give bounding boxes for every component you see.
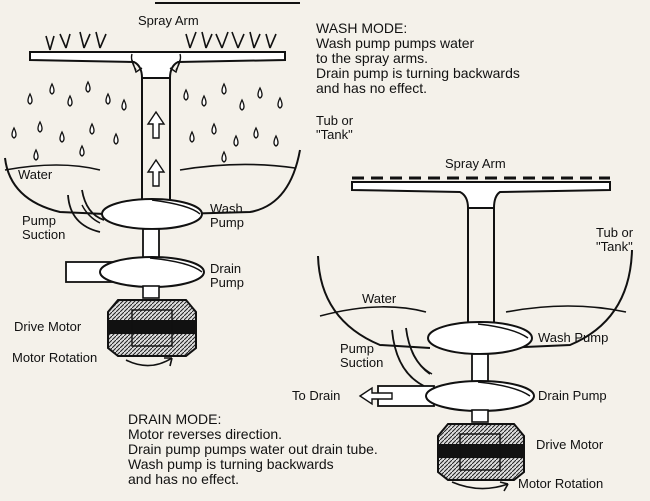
- left-pump-suction-line1: Pump: [22, 213, 56, 228]
- right-motor-rotation-label: Motor Rotation: [518, 476, 604, 491]
- right-drain-pump: [425, 380, 535, 412]
- drain-mode-note: DRAIN MODE: Motor reverses direction. Dr…: [128, 412, 378, 487]
- left-tub-label-line1: Tub or: [316, 113, 354, 128]
- right-wash-tube: [467, 208, 495, 326]
- left-wash-pump-line1: Wash: [210, 201, 243, 216]
- wash-mode-line: to the spray arms.: [316, 50, 429, 66]
- left-pump-suction-line2: Suction: [22, 227, 66, 242]
- right-tub-label-line2: "Tank": [596, 239, 633, 254]
- left-spray-arm: [29, 51, 286, 79]
- right-drive-motor-label: Drive Motor: [536, 437, 604, 452]
- left-drain-pump-line1: Drain: [210, 261, 242, 276]
- right-to-drain-label: To Drain: [292, 388, 341, 403]
- drain-mode-line: Wash pump is turning backwards: [128, 456, 334, 472]
- left-tub: [4, 149, 301, 215]
- left-drain-pump-line2: Pump: [210, 275, 244, 290]
- wash-mode-heading: WASH MODE:: [316, 20, 408, 36]
- right-spray-arm-label: Spray Arm: [445, 156, 506, 171]
- left-wash-tube: [141, 78, 171, 205]
- left-wash-pump-line2: Pump: [210, 215, 244, 230]
- left-suction-pipe: [67, 189, 105, 233]
- right-spray-arm: [351, 181, 611, 209]
- wash-mode-line: Wash pump pumps water: [316, 35, 475, 51]
- right-drain-pump-label: Drain Pump: [538, 388, 607, 403]
- left-spray-arm-label: Spray Arm: [138, 13, 199, 28]
- left-water-drops: [11, 80, 283, 163]
- left-diagram-artwork: [4, 2, 301, 367]
- wash-mode-line: and has no effect.: [316, 80, 428, 96]
- right-tub-label-line1: Tub or: [596, 225, 634, 240]
- left-wash-pump: [101, 198, 203, 230]
- left-drive-motor-label: Drive Motor: [14, 319, 82, 334]
- drain-mode-heading: DRAIN MODE:: [128, 411, 222, 427]
- wash-mode-note: WASH MODE: Wash pump pumps water to the …: [316, 21, 520, 96]
- drain-mode-line: and has no effect.: [128, 471, 240, 487]
- drain-mode-line: Drain pump pumps water out drain tube.: [128, 441, 378, 457]
- right-wash-pump: [427, 321, 533, 355]
- wash-mode-line: Drain pump is turning backwards: [316, 65, 520, 81]
- right-pump-suction-line1: Pump: [340, 341, 374, 356]
- right-tub: [317, 249, 633, 349]
- right-wash-pump-label: Wash Pump: [538, 330, 609, 345]
- left-drain-pump: [99, 256, 205, 288]
- left-water-label: Water: [18, 167, 53, 182]
- left-motor-rotation-label: Motor Rotation: [12, 350, 98, 365]
- right-diagram-artwork: [317, 176, 633, 492]
- left-tub-label-line2: "Tank": [316, 127, 353, 142]
- left-spray-jets: [45, 31, 277, 51]
- right-water-label: Water: [362, 291, 397, 306]
- to-drain-arrow: [358, 386, 393, 406]
- drain-mode-line: Motor reverses direction.: [128, 426, 283, 442]
- right-suction-pipe: [391, 327, 431, 387]
- right-pump-suction-line2: Suction: [340, 355, 384, 370]
